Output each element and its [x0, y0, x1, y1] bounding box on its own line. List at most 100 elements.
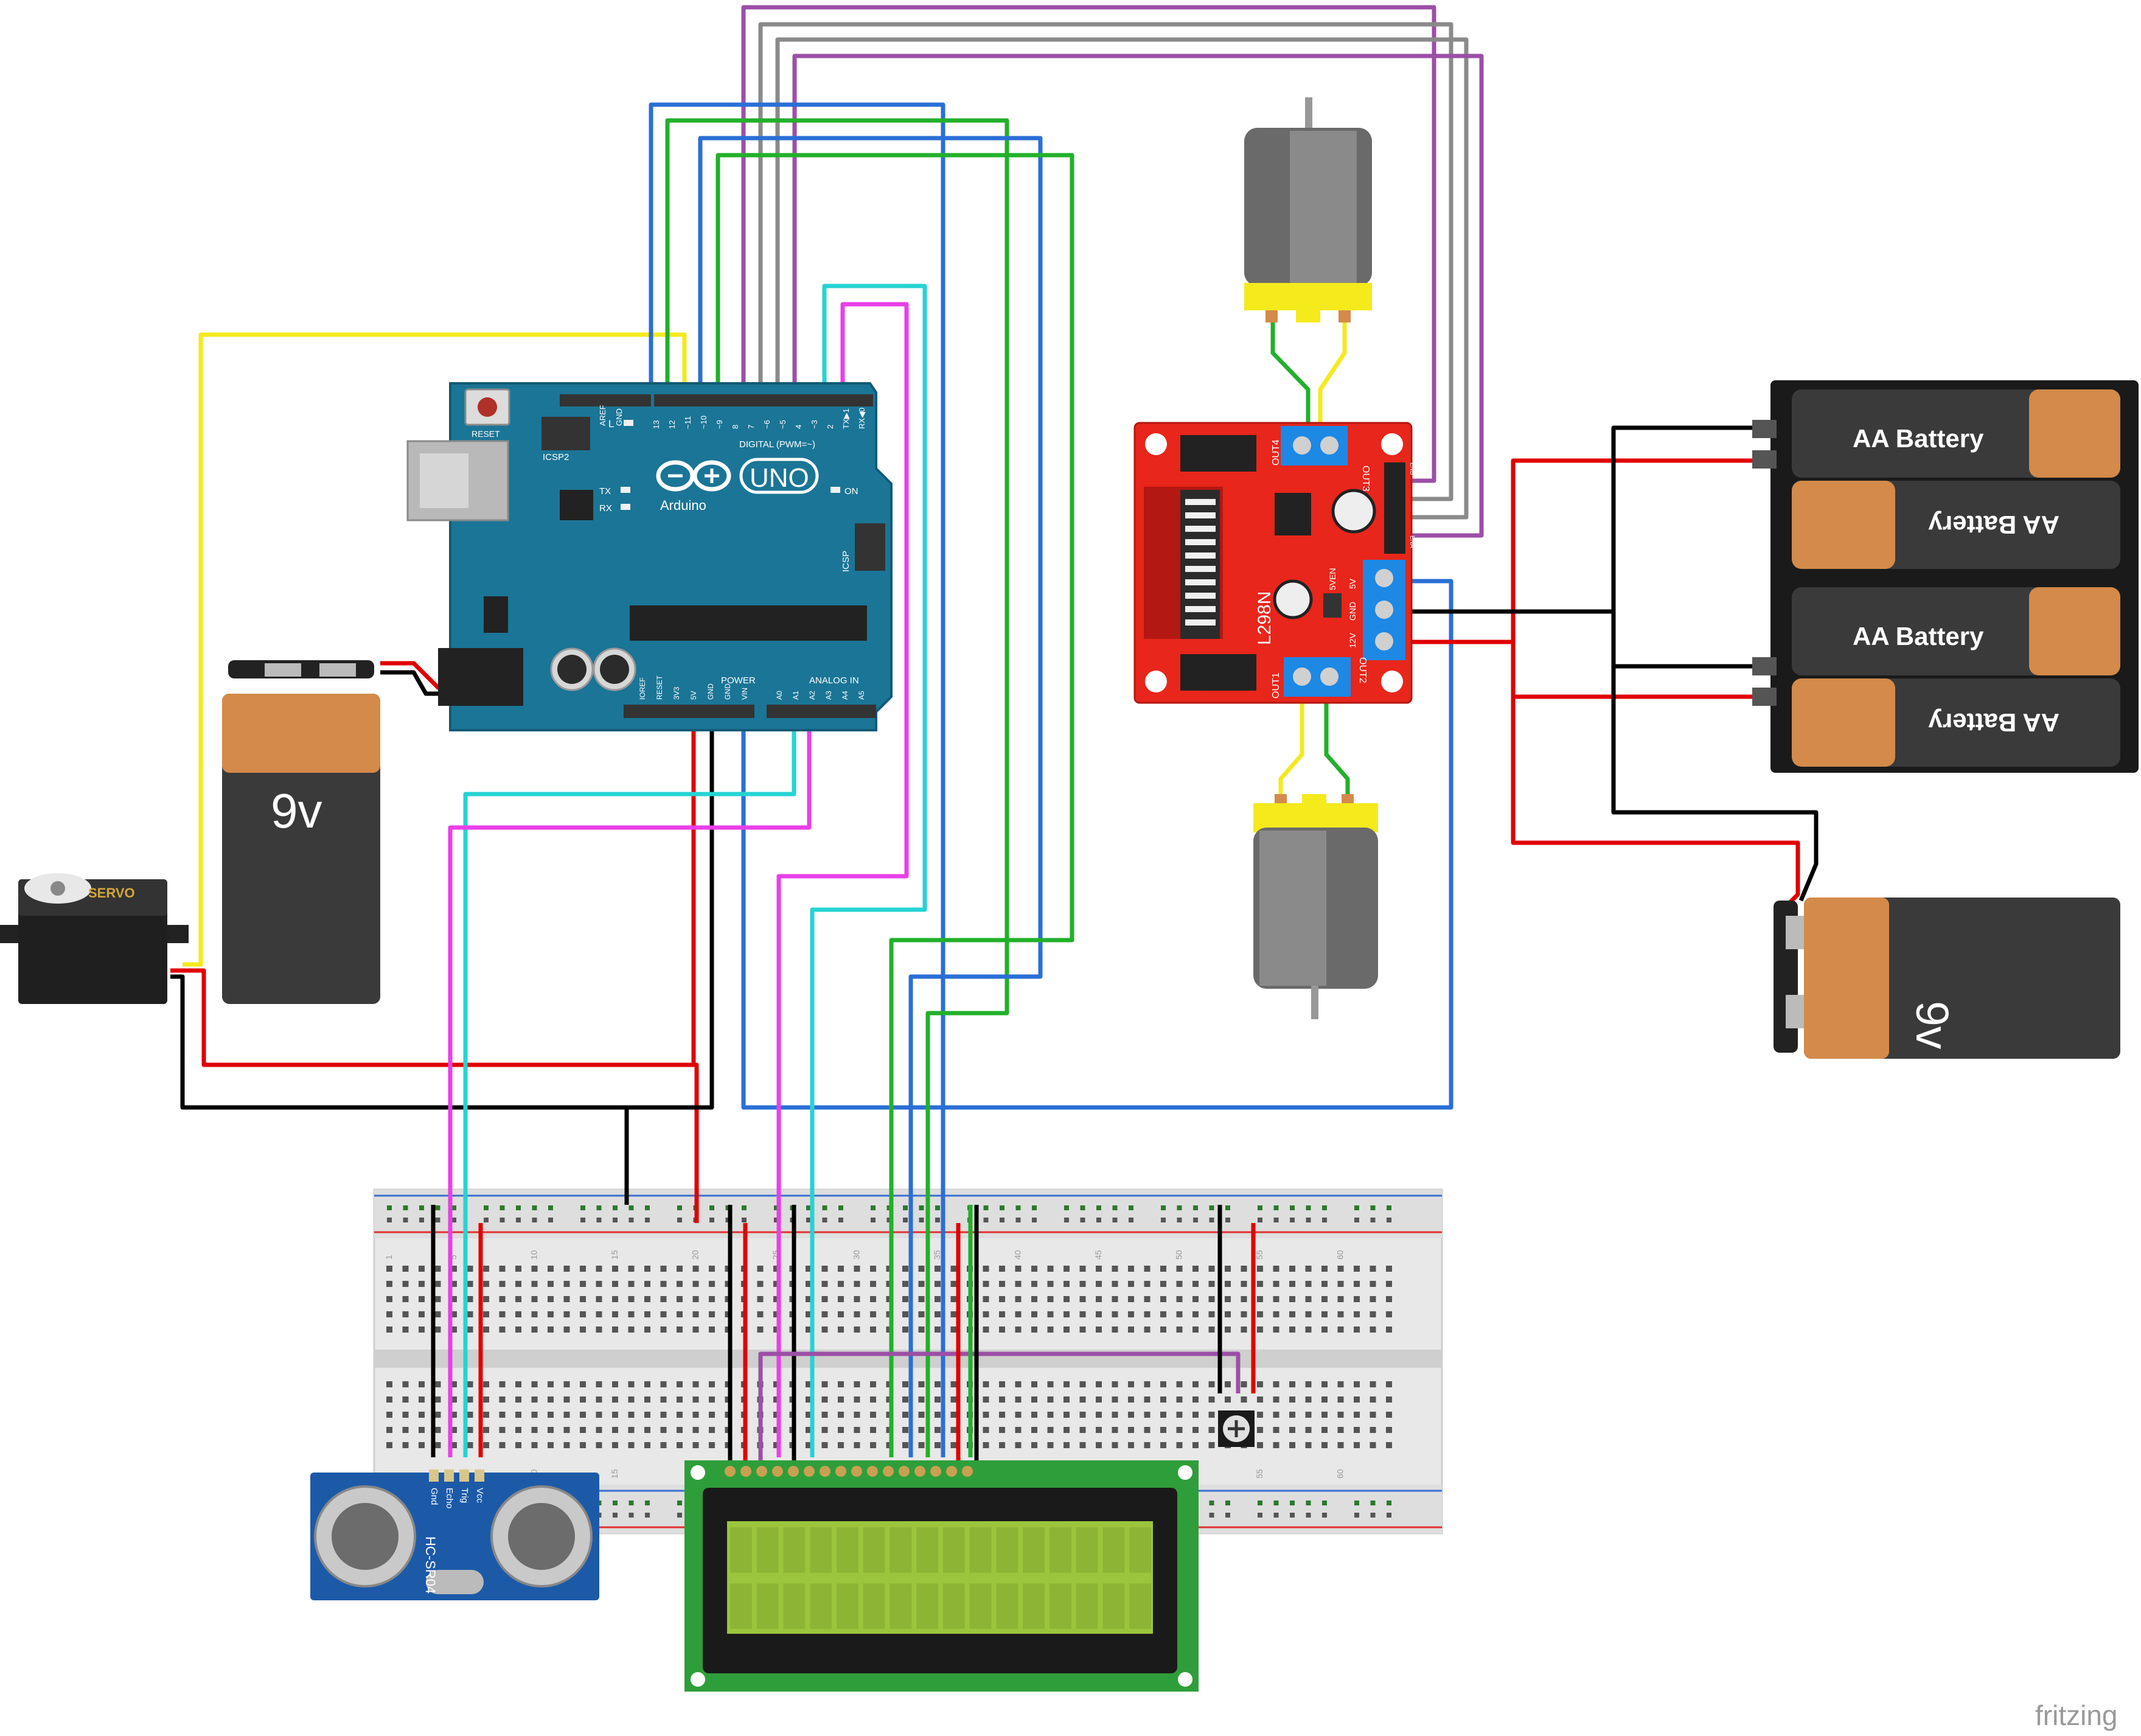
breadboard-rail-hole [1161, 1218, 1166, 1222]
breadboard-hole [773, 1412, 779, 1418]
potentiometer[interactable] [1218, 1410, 1255, 1447]
breadboard-hole [1096, 1266, 1102, 1272]
breadboard-hole [983, 1281, 989, 1287]
breadboard-hole [1112, 1396, 1118, 1403]
heatsink-fin [1185, 499, 1216, 505]
breadboard-hole [838, 1296, 844, 1302]
breadboard-hole [548, 1381, 554, 1387]
reset-label: RESET [472, 429, 500, 439]
breadboard-hole [1192, 1266, 1199, 1272]
breadboard-hole [757, 1281, 764, 1287]
breadboard-number: 45 [1093, 1250, 1103, 1260]
aa-cell: AA Battery [1792, 481, 2120, 569]
breadboard-hole [1257, 1281, 1263, 1287]
breadboard-hole [999, 1442, 1005, 1448]
breadboard-hole [1241, 1281, 1247, 1287]
breadboard-hole [451, 1281, 457, 1287]
breadboard-hole [1321, 1381, 1328, 1387]
breadboard-hole [1031, 1266, 1037, 1272]
breadboard-hole [1064, 1396, 1070, 1403]
breadboard-rail-hole [613, 1205, 618, 1210]
breadboard-hole [499, 1381, 506, 1387]
breadboard-hole [1289, 1281, 1295, 1287]
breadboard-hole [419, 1296, 425, 1302]
breadboard-hole [1079, 1381, 1086, 1387]
breadboard-hole [596, 1381, 602, 1387]
breadboard-hole [1031, 1326, 1037, 1333]
breadboard-hole [918, 1296, 925, 1302]
breadboard-hole [773, 1311, 779, 1317]
breadboard-hole [902, 1396, 908, 1403]
wire-blue-d12 [649, 102, 945, 1457]
breadboard-hole [1112, 1442, 1118, 1448]
servo-motor: SERVO [0, 873, 189, 1004]
lcd-pin [962, 1466, 973, 1477]
breadboard-rail-hole [628, 1218, 634, 1222]
breadboard-hole [1289, 1396, 1295, 1403]
lcd-character-cell [1023, 1527, 1045, 1573]
breadboard-hole [467, 1396, 473, 1403]
breadboard-rail-hole [806, 1218, 811, 1222]
lcd-character-cell [1102, 1527, 1125, 1573]
breadboard-hole [580, 1266, 586, 1272]
breadboard-hole [1354, 1296, 1360, 1302]
breadboard-hole [1225, 1296, 1231, 1302]
breadboard-hole [628, 1296, 635, 1302]
breadboard-hole [1273, 1442, 1279, 1448]
breadboard-hole [935, 1311, 941, 1317]
breadboard-hole [677, 1427, 683, 1433]
breadboard-hole [692, 1381, 699, 1387]
breadboard-rail-hole [500, 1205, 505, 1210]
breadboard-hole [467, 1442, 473, 1448]
breadboard-hole [1257, 1296, 1263, 1302]
lcd-pin [899, 1466, 910, 1477]
breadboard-hole [1112, 1326, 1118, 1333]
breadboard-hole [499, 1396, 506, 1403]
digital-pin-label: ~11 [683, 416, 692, 429]
breadboard-hole [580, 1412, 586, 1418]
fritzing-watermark: fritzing [2035, 1699, 2117, 1731]
breadboard-hole [773, 1442, 779, 1448]
breadboard-hole [1337, 1296, 1344, 1302]
breadboard-hole [1386, 1326, 1392, 1333]
breadboard-hole [902, 1296, 908, 1302]
breadboard-hole [1015, 1396, 1022, 1403]
breadboard-hole [950, 1381, 957, 1387]
analog-in-label: ANALOG IN [809, 675, 859, 686]
breadboard-hole [1321, 1442, 1328, 1448]
breadboard-hole [1354, 1311, 1360, 1317]
breadboard-hole [773, 1266, 779, 1272]
breadboard-hole [531, 1281, 538, 1287]
breadboard-hole [1144, 1296, 1151, 1302]
breadboard-hole [580, 1326, 586, 1333]
breadboard-hole [999, 1381, 1005, 1387]
breadboard-rail-hole [1273, 1513, 1279, 1518]
wire-magenta-d1 [776, 302, 909, 1457]
wire-black-9v-left [380, 670, 441, 696]
breadboard-hole [612, 1442, 618, 1448]
lcd-pin [851, 1466, 862, 1477]
breadboard-hole [1337, 1427, 1344, 1433]
lcd-character-cell [837, 1527, 858, 1573]
breadboard-rail-hole [806, 1205, 811, 1210]
breadboard-hole [1031, 1396, 1037, 1403]
breadboard-hole [918, 1281, 925, 1287]
breadboard-hole [870, 1281, 876, 1287]
breadboard-hole [983, 1427, 989, 1433]
power-pin-label: GND [723, 683, 732, 700]
breadboard-hole [999, 1266, 1005, 1272]
heatsink-fin [1185, 593, 1216, 599]
breadboard-rail-hole [1161, 1205, 1166, 1210]
breadboard-hole [451, 1396, 457, 1403]
analog-pin-label: A3 [824, 691, 833, 700]
digital-header-left [560, 394, 651, 406]
breadboard-hole [1192, 1281, 1199, 1287]
breadboard-rail-hole [645, 1513, 650, 1518]
breadboard-hole [1289, 1311, 1295, 1317]
breadboard-hole [1370, 1442, 1376, 1448]
battery-9v-left: 9v [222, 660, 380, 1004]
digital-pin-label: RX◀0 [857, 408, 866, 429]
breadboard-rail-hole [484, 1205, 489, 1210]
breadboard-rail-hole [1064, 1205, 1069, 1210]
breadboard-hole [1176, 1396, 1183, 1403]
